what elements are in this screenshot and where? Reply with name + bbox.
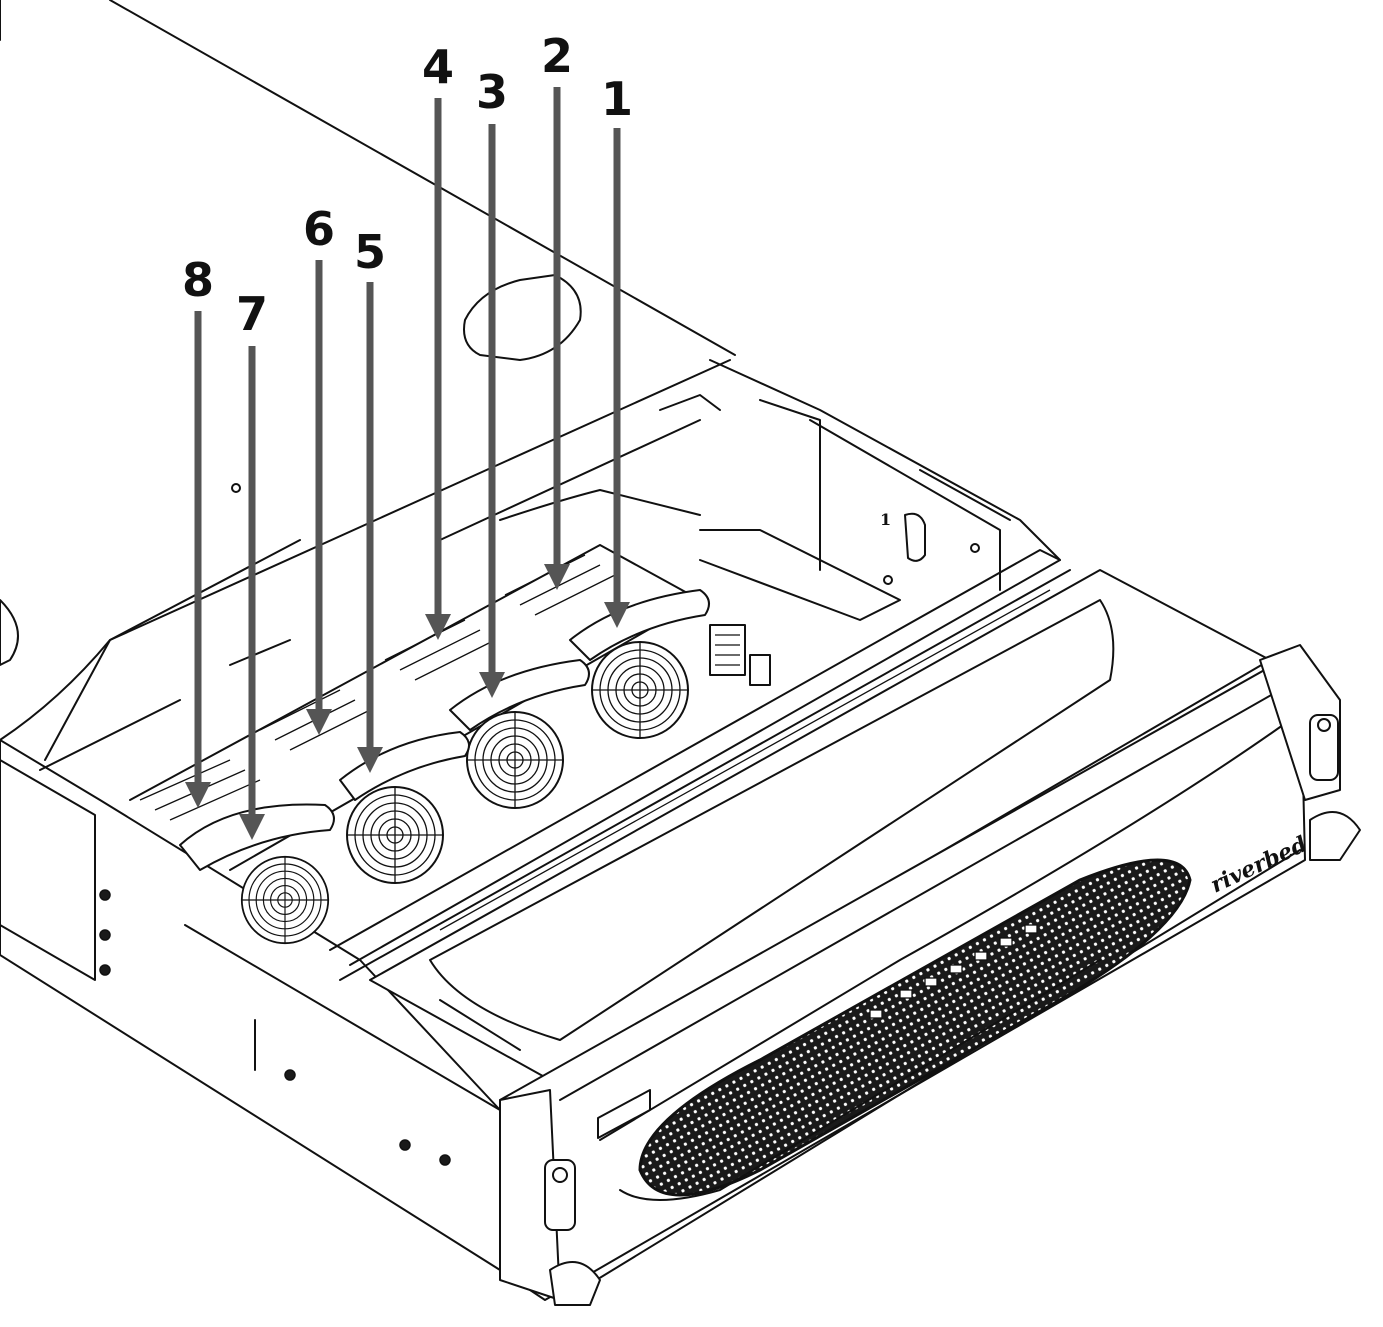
callout-arrowhead	[306, 709, 332, 735]
callout-arrowhead	[544, 564, 570, 590]
fan-assembly	[129, 544, 710, 945]
callout-number: 3	[476, 65, 508, 119]
callout-8: 8	[182, 253, 214, 808]
callout-1: 1	[601, 72, 633, 628]
callout-5: 5	[354, 225, 386, 773]
callout-2: 2	[541, 29, 573, 590]
server-chassis: 1	[0, 0, 1361, 1306]
callout-arrowhead	[604, 602, 630, 628]
callout-number: 4	[422, 40, 454, 94]
callout-number: 2	[541, 29, 573, 83]
svg-text:1: 1	[880, 510, 891, 529]
callout-arrowhead	[425, 614, 451, 640]
callout-4: 4	[422, 40, 454, 640]
callout-arrowhead	[479, 672, 505, 698]
callout-number: 6	[303, 202, 335, 256]
callout-number: 7	[236, 287, 268, 341]
callout-3: 3	[476, 65, 508, 698]
callout-arrowhead	[357, 747, 383, 773]
callout-number: 5	[354, 225, 386, 279]
callout-number: 8	[182, 253, 214, 307]
callout-arrowhead	[185, 782, 211, 808]
callout-6: 6	[303, 202, 335, 735]
callout-7: 7	[236, 287, 268, 840]
front-vent-mesh	[638, 858, 1192, 1197]
callout-arrowhead	[239, 814, 265, 840]
callout-number: 1	[601, 72, 633, 126]
